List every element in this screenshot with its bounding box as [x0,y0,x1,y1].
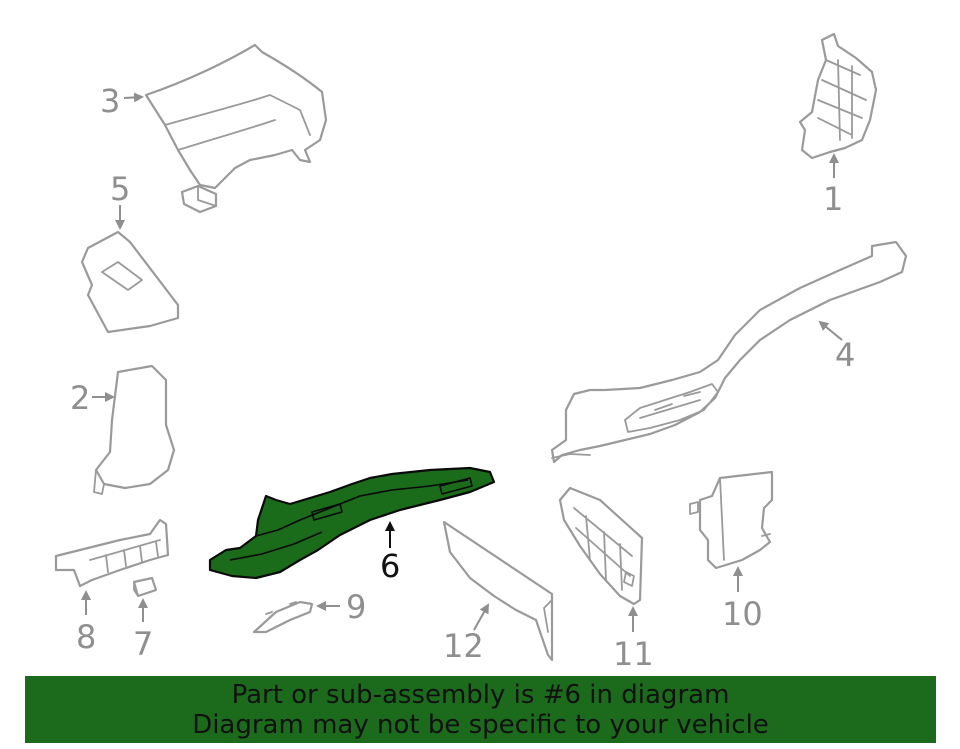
part-7-clip[interactable] [132,576,158,598]
callout-number-1: 1 [823,180,843,218]
callout-5: 5 [110,170,130,230]
callout-9: 9 [316,588,366,626]
part-6-lower-panel-highlighted[interactable] [208,466,496,580]
callout-number-5: 5 [110,170,130,208]
callout-4: 4 [818,320,855,374]
callout-11: 11 [613,606,654,673]
part-11-bracket-panel[interactable] [558,486,644,606]
part-1-bracket[interactable] [798,32,878,160]
banner-line-1: Part or sub-assembly is #6 in diagram [231,679,730,710]
part-9-lever[interactable] [252,600,314,634]
callout-2: 2 [70,379,115,417]
callout-number-3: 3 [100,82,120,120]
part-3-cluster-hood[interactable] [144,43,328,214]
callout-number-4: 4 [835,336,855,374]
part-5-trim-panel[interactable] [80,230,180,334]
callout-number-8: 8 [76,618,96,656]
callout-number-2: 2 [70,379,90,417]
callout-number-7: 7 [133,625,153,663]
callout-1: 1 [823,153,843,218]
callout-number-9: 9 [346,588,366,626]
banner-line-2: Diagram may not be specific to your vehi… [192,709,769,740]
callout-3: 3 [100,82,144,120]
callout-7: 7 [133,598,153,663]
callout-12: 12 [443,603,489,665]
part-4-console-rail[interactable] [550,240,908,464]
callout-number-6: 6 [380,547,400,585]
part-12-side-panel[interactable] [442,520,554,662]
callout-6: 6 [380,521,400,585]
callout-number-12: 12 [443,627,484,665]
callout-number-10: 10 [722,595,763,633]
info-banner: Part or sub-assembly is #6 in diagram Di… [25,676,936,743]
part-2-side-cover[interactable] [93,364,176,495]
part-10-cover-plate[interactable] [689,470,774,570]
callout-10: 10 [722,566,763,633]
callout-8: 8 [76,590,96,656]
part-8-bracket[interactable] [54,518,170,588]
callout-number-11: 11 [613,635,654,673]
